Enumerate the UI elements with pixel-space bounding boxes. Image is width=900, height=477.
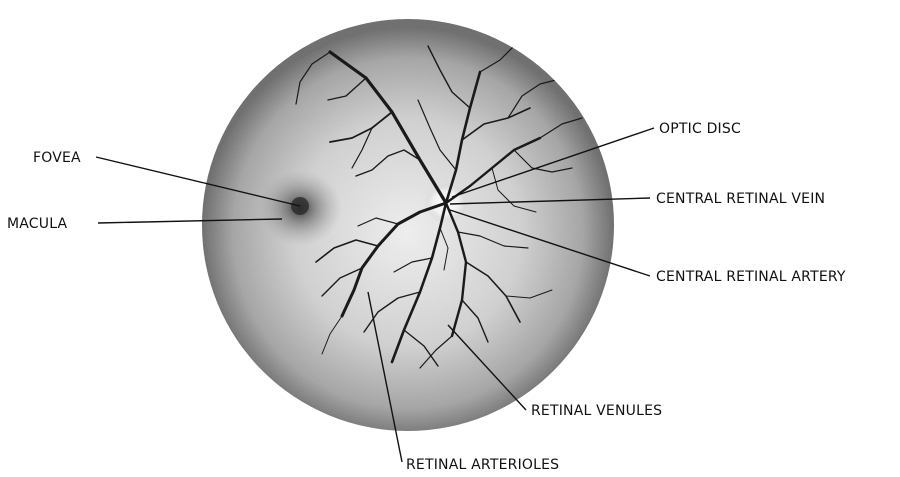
label-central-retinal-vein: CENTRAL RETINAL VEIN: [656, 191, 825, 207]
label-central-retinal-artery: CENTRAL RETINAL ARTERY: [656, 269, 846, 285]
label-retinal-arterioles: RETINAL ARTERIOLES: [406, 457, 559, 473]
label-retinal-venules: RETINAL VENULES: [531, 403, 662, 419]
label-fovea: FOVEA: [33, 150, 81, 166]
label-optic-disc: OPTIC DISC: [659, 121, 741, 137]
label-macula: MACULA: [7, 216, 68, 232]
